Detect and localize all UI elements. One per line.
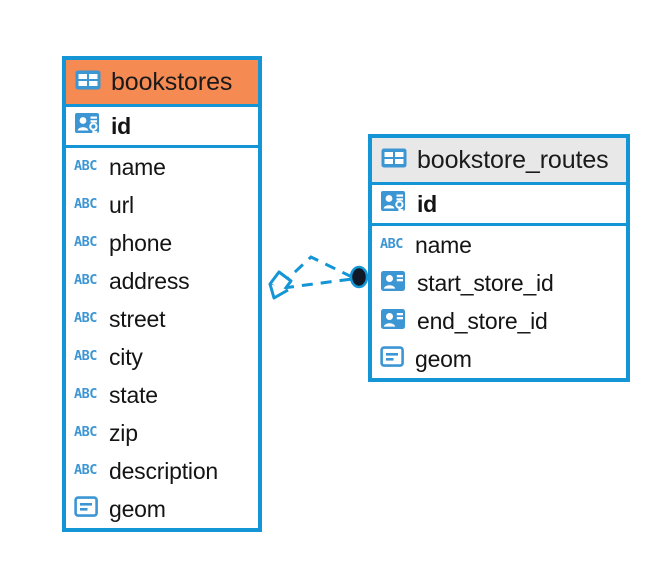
text-abc-icon: ABC [74, 385, 100, 406]
text-abc-icon: ABC [74, 271, 100, 292]
field-row-name[interactable]: ABC name [372, 226, 626, 264]
svg-text:ABC: ABC [74, 272, 97, 287]
field-label-description: description [109, 457, 219, 484]
field-label-name: name [415, 231, 472, 258]
field-label-id: id [417, 190, 437, 217]
foreign-key-icon [380, 269, 408, 298]
entity-header-bookstores[interactable]: bookstores [66, 60, 258, 107]
field-row-geom[interactable]: geom [66, 490, 258, 528]
geometry-icon [74, 495, 100, 524]
field-row-state[interactable]: ABC state [66, 376, 258, 414]
field-label-geom: geom [415, 345, 472, 372]
text-abc-icon: ABC [74, 461, 100, 482]
svg-text:ABC: ABC [74, 310, 97, 325]
field-label-phone: phone [109, 229, 172, 256]
svg-text:ABC: ABC [74, 386, 97, 401]
primary-key-section-bookstores: id [66, 107, 258, 148]
foreign-key-icon [380, 307, 408, 336]
text-abc-icon: ABC [74, 423, 100, 444]
text-abc-icon: ABC [74, 347, 100, 368]
field-row-address[interactable]: ABC address [66, 262, 258, 300]
field-label-url: url [109, 191, 134, 218]
field-label-address: address [109, 267, 190, 294]
svg-text:ABC: ABC [74, 234, 97, 249]
primary-key-icon [74, 111, 102, 142]
field-label-name: name [109, 153, 166, 180]
field-list-bookstores: ABC name ABC url ABC p [66, 148, 258, 528]
entity-table-bookstore-routes[interactable]: bookstore_routes id [368, 134, 630, 382]
field-row-geom[interactable]: geom [372, 340, 626, 378]
field-label-end-store-id: end_store_id [417, 307, 548, 334]
primary-key-section-bookstore-routes: id [372, 185, 626, 226]
field-label-zip: zip [109, 419, 138, 446]
field-row-id[interactable]: id [66, 107, 258, 145]
table-icon [380, 146, 408, 175]
field-label-state: state [109, 381, 158, 408]
entity-table-bookstores[interactable]: bookstores id [62, 56, 262, 532]
field-row-street[interactable]: ABC street [66, 300, 258, 338]
text-abc-icon: ABC [74, 309, 100, 330]
field-row-description[interactable]: ABC description [66, 452, 258, 490]
entity-title-bookstore-routes: bookstore_routes [417, 145, 609, 174]
hollow-diamond-marker [268, 270, 293, 300]
filled-circle-marker [349, 265, 369, 289]
field-label-id: id [111, 112, 131, 139]
field-label-start-store-id: start_store_id [417, 269, 554, 296]
table-icon [74, 68, 102, 97]
relationship-line-lower [282, 277, 353, 290]
svg-text:ABC: ABC [380, 236, 403, 251]
text-abc-icon: ABC [380, 235, 406, 256]
field-row-end-store-id[interactable]: end_store_id [372, 302, 626, 340]
field-row-name[interactable]: ABC name [66, 148, 258, 186]
field-row-url[interactable]: ABC url [66, 186, 258, 224]
field-label-street: street [109, 305, 166, 332]
field-row-city[interactable]: ABC city [66, 338, 258, 376]
primary-key-icon [380, 189, 408, 220]
field-row-phone[interactable]: ABC phone [66, 224, 258, 262]
field-list-bookstore-routes: ABC name start_store_id [372, 226, 626, 378]
svg-text:ABC: ABC [74, 462, 97, 477]
field-label-city: city [109, 343, 143, 370]
relationship-line-upper [279, 255, 353, 287]
field-row-start-store-id[interactable]: start_store_id [372, 264, 626, 302]
entity-header-bookstore-routes[interactable]: bookstore_routes [372, 138, 626, 185]
svg-text:ABC: ABC [74, 424, 97, 439]
geometry-icon [380, 345, 406, 374]
entity-title-bookstores: bookstores [111, 67, 233, 96]
text-abc-icon: ABC [74, 157, 100, 178]
text-abc-icon: ABC [74, 195, 100, 216]
svg-text:ABC: ABC [74, 348, 97, 363]
field-label-geom: geom [109, 495, 166, 522]
field-row-zip[interactable]: ABC zip [66, 414, 258, 452]
field-row-id[interactable]: id [372, 185, 626, 223]
text-abc-icon: ABC [74, 233, 100, 254]
svg-text:ABC: ABC [74, 158, 97, 173]
svg-text:ABC: ABC [74, 196, 97, 211]
